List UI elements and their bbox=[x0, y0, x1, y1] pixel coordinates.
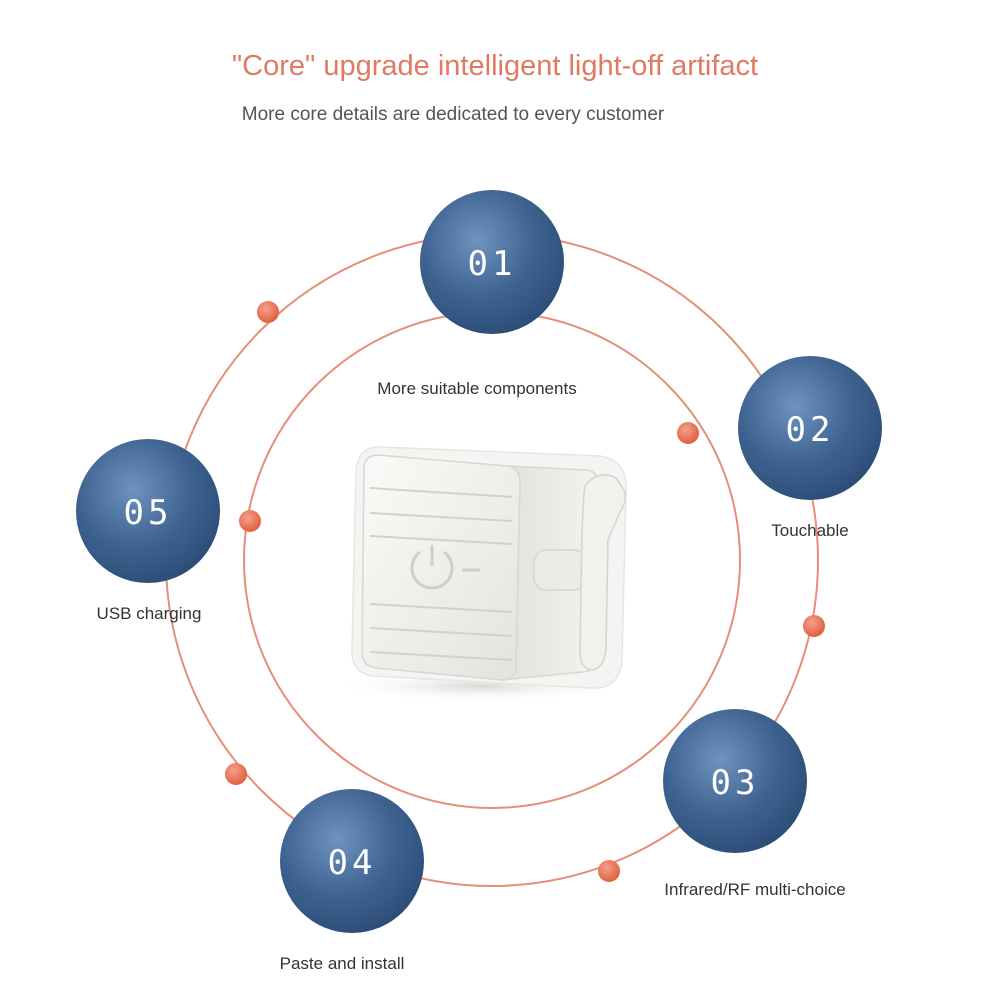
feature-node-04: 04 bbox=[280, 789, 424, 933]
feature-caption-02: Touchable bbox=[771, 521, 849, 540]
feature-number: 02 bbox=[786, 410, 835, 450]
feature-caption-05: USB charging bbox=[96, 604, 202, 623]
feature-number: 05 bbox=[124, 493, 173, 533]
feature-caption-01: More suitable components bbox=[377, 379, 577, 398]
ring-dot bbox=[225, 763, 247, 785]
feature-number: 04 bbox=[328, 843, 377, 883]
ring-dot bbox=[598, 860, 620, 882]
feature-node-03: 03 bbox=[663, 709, 807, 853]
feature-number: 01 bbox=[468, 244, 517, 284]
feature-node-05: 05 bbox=[76, 439, 220, 583]
light-switch-device-icon bbox=[330, 446, 630, 702]
feature-number: 03 bbox=[711, 763, 760, 803]
feature-node-01: 01 bbox=[420, 190, 564, 334]
ring-dot bbox=[239, 510, 261, 532]
feature-caption-03: Infrared/RF multi-choice bbox=[664, 880, 846, 899]
page-subtitle: More core details are dedicated to every… bbox=[241, 104, 665, 125]
feature-node-02: 02 bbox=[738, 356, 882, 500]
page-title: "Core" upgrade intelligent light-off art… bbox=[231, 50, 759, 82]
feature-caption-04: Paste and install bbox=[279, 954, 405, 973]
ring-dot bbox=[677, 422, 699, 444]
ring-dot bbox=[803, 615, 825, 637]
ring-dot bbox=[257, 301, 279, 323]
